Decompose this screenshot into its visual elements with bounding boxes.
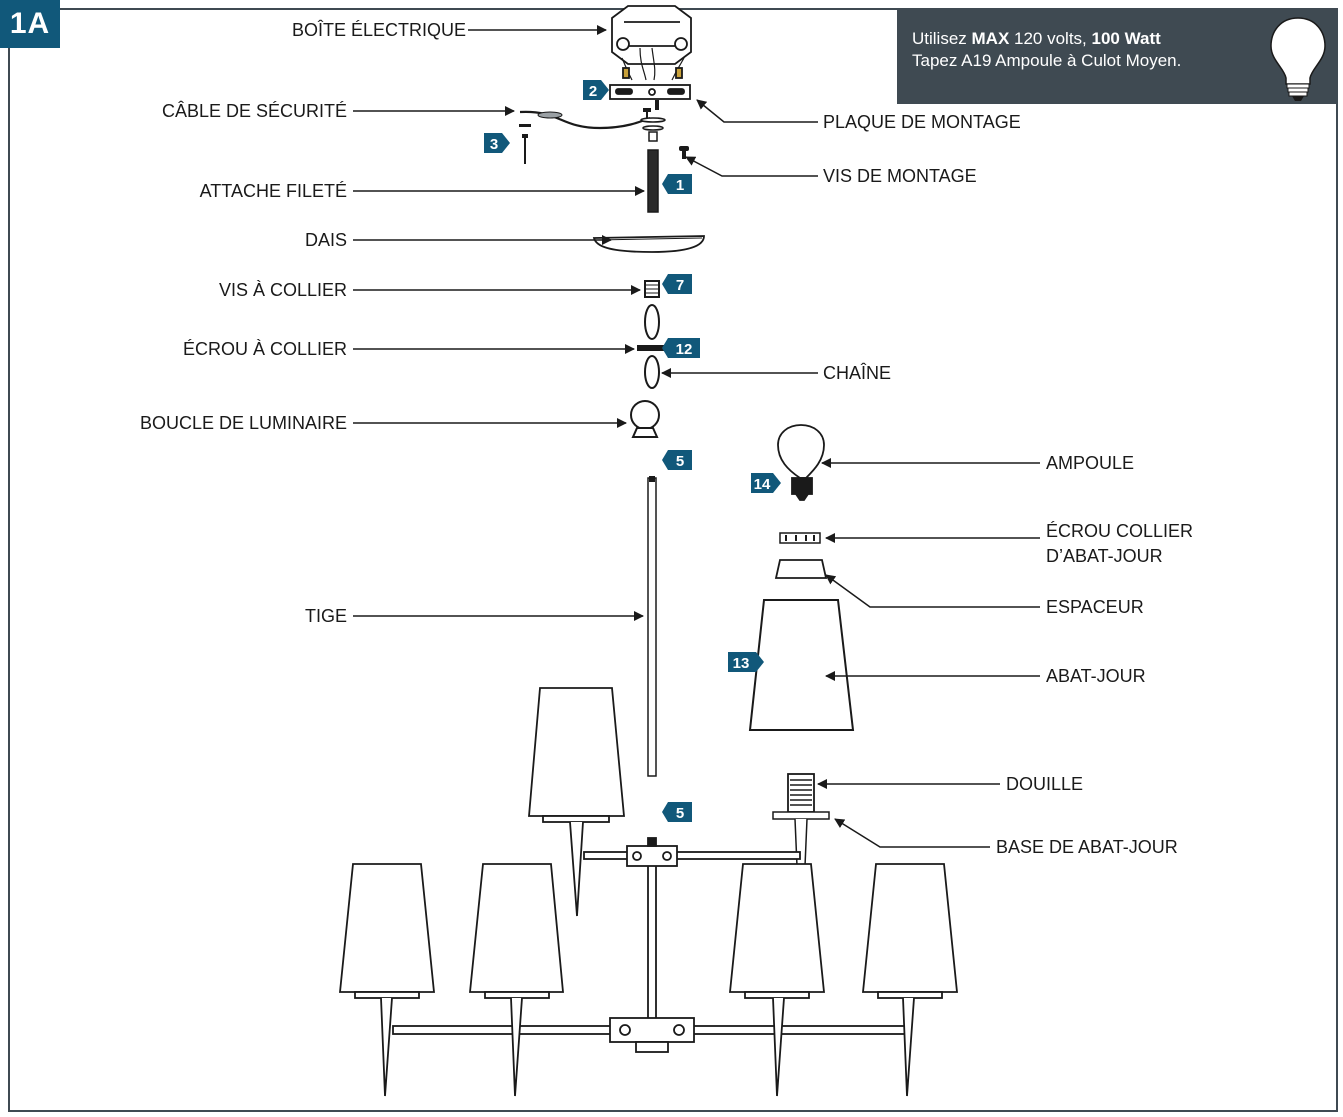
lightbulb-icon: [1270, 17, 1326, 101]
chandelier-body: [339, 687, 958, 1097]
label-shade-nut-1: ÉCROU COLLIER: [1046, 521, 1194, 541]
label-canopy: DAIS: [304, 230, 347, 250]
label-safety-cable: CÂBLE DE SÉCURITÉ: [161, 101, 347, 121]
label-shade-nut-2: D’ABAT-JOUR: [1046, 546, 1163, 566]
stem-rod: [647, 477, 657, 777]
label-fixture-loop: BOUCLE DE LUMINAIRE: [139, 413, 347, 433]
tag-1: 1: [676, 177, 684, 194]
label-collar-screw: VIS À COLLIER: [218, 280, 347, 300]
tag-12: 12: [676, 341, 693, 358]
tag-5-stem: 5: [676, 453, 684, 470]
mounting-screw-icon: [643, 100, 689, 159]
threaded-rod: [640, 117, 666, 213]
warning-volts: 120 volts,: [1009, 29, 1092, 48]
label-collar-nut: ÉCROU À COLLIER: [182, 339, 347, 359]
leader-lines: [353, 25, 1040, 848]
safety-cable-clip: [537, 111, 563, 119]
tag-13: 13: [733, 655, 750, 672]
tag-3: 3: [490, 136, 498, 153]
tag-2: 2: [589, 83, 597, 100]
label-shade: ABAT-JOUR: [1046, 666, 1146, 686]
shade-nut: [779, 532, 821, 544]
spacer: [774, 559, 828, 579]
warning-max: MAX: [971, 29, 1010, 48]
step-badge: 1A: [0, 0, 60, 48]
label-shade-base: BASE DE ABAT-JOUR: [996, 837, 1178, 857]
bulb-part: [777, 424, 825, 501]
tag-5-body: 5: [676, 805, 684, 822]
lamp-shade: [748, 599, 855, 731]
warning-prefix: Utilisez: [912, 29, 972, 48]
label-stem: TIGE: [304, 606, 347, 626]
label-bulb: AMPOULE: [1046, 453, 1135, 473]
mounting-plate: [609, 84, 691, 100]
label-mounting-plate: PLAQUE DE MONTAGE: [823, 112, 1021, 132]
bulb-warning-text: Utilisez MAX 120 volts, 100 Watt Tapez A…: [912, 28, 1181, 72]
label-electrical-box: BOÎTE ÉLECTRIQUE: [291, 20, 466, 40]
label-chain: CHAÎNE: [823, 363, 892, 383]
label-threaded-rod: ATTACHE FILETÉ: [199, 181, 347, 201]
label-mounting-screw: VIS DE MONTAGE: [823, 166, 977, 186]
label-spacer: ESPACEUR: [1046, 597, 1144, 617]
warning-bulb-type: Tapez A19 Ampoule à Culot Moyen.: [912, 51, 1182, 70]
tag-14: 14: [754, 476, 771, 493]
label-socket: DOUILLE: [1006, 774, 1084, 794]
bulb-warning-panel: Utilisez MAX 120 volts, 100 Watt Tapez A…: [897, 8, 1338, 104]
electrical-box: [611, 5, 692, 81]
step-tags: [484, 80, 781, 822]
warning-watt: 100 Watt: [1091, 29, 1161, 48]
shade-base: [772, 811, 830, 820]
tag-7: 7: [676, 277, 684, 294]
chain-assembly: [630, 280, 667, 438]
ground-screw-icon: [519, 124, 531, 164]
